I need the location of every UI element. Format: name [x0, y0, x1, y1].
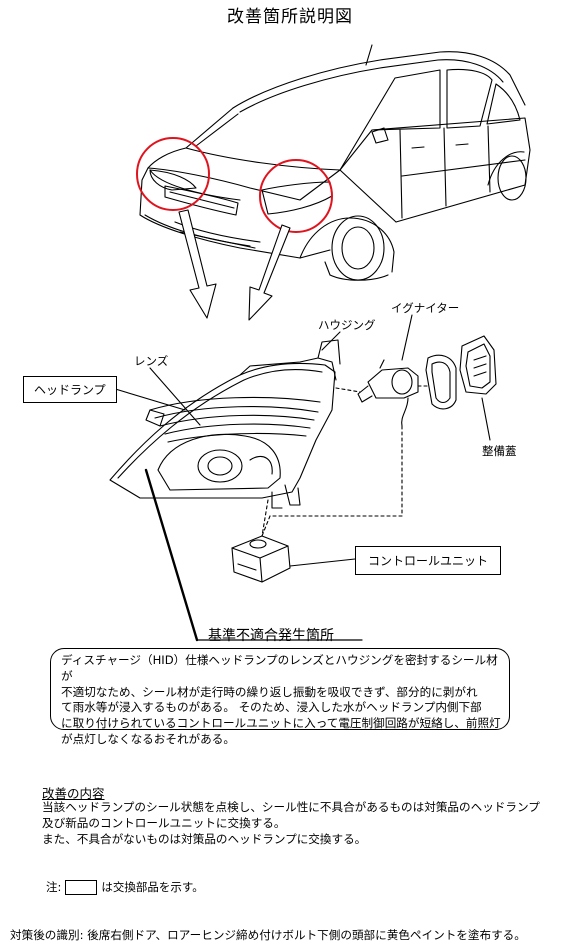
diagram-illustration	[109, 44, 531, 642]
identification-text: 対策後の識別: 後席右側ドア、ロアーヒンジ締め付けボルト下側の頭部に黄色ペイント…	[10, 928, 526, 942]
highlight-circle-right	[259, 159, 333, 233]
label-cover: 整備蓋	[482, 444, 517, 458]
improvement-line: 当該ヘッドランプのシール状態を点検し、シール性に不具合があるものは対策品のヘッド…	[42, 800, 540, 814]
cover-illustration	[425, 335, 497, 410]
note-prefix: 注:	[46, 880, 62, 894]
defect-line: ディスチャージ（HID）仕様ヘッドランプのレンズとハウジングを密封するシール材が	[61, 653, 498, 683]
defect-line: て雨水等が浸入するものがある。 そのため、浸入した水がヘッドランプ内側下部	[61, 700, 482, 715]
label-igniter: イグナイター	[391, 301, 460, 315]
arrow-left	[178, 209, 217, 319]
highlight-circle-left	[136, 137, 210, 211]
igniter-illustration	[357, 359, 419, 427]
improvement-line: また、不具合がないものは対策品のヘッドランプに交換する。	[42, 832, 367, 846]
page-title: 改善箇所説明図	[227, 7, 353, 27]
legend-note: 注: は交換部品を示す。	[46, 879, 204, 895]
label-lens: レンズ	[134, 354, 169, 368]
arrow-right	[248, 224, 291, 321]
control-unit-illustration	[231, 535, 291, 583]
defect-description: ディスチャージ（HID）仕様ヘッドランプのレンズとハウジングを密封するシール材が…	[50, 648, 510, 746]
label-headlamp: ヘッドランプ	[23, 376, 117, 403]
defect-line: が点灯しなくなるおそれがある。	[61, 731, 235, 746]
defect-line: 不適切なため、シール材が走行時の繰り返し振動を吸収できず、部分的に剥がれ	[61, 684, 478, 699]
headlamp-illustration	[109, 339, 341, 509]
note-suffix: は交換部品を示す。	[101, 880, 204, 894]
label-housing: ハウジング	[318, 318, 376, 332]
defect-line: に取り付けられているコントロールユニットに入って電圧制御回路が短絡し、前照灯	[61, 716, 501, 731]
replacement-part-box-swatch	[65, 879, 98, 895]
improvement-title: 改善の内容	[42, 786, 105, 801]
defect-title: 基準不適合発生箇所	[208, 628, 334, 644]
defect-leader-line	[144, 468, 199, 642]
label-control-unit: コントロールユニット	[355, 546, 502, 575]
car-illustration	[139, 44, 531, 281]
improvement-line: 及び新品のコントロールユニットに交換する。	[42, 816, 286, 830]
improvement-body: 当該ヘッドランプのシール状態を点検し、シール性に不具合があるものは対策品のヘッド…	[42, 799, 562, 847]
